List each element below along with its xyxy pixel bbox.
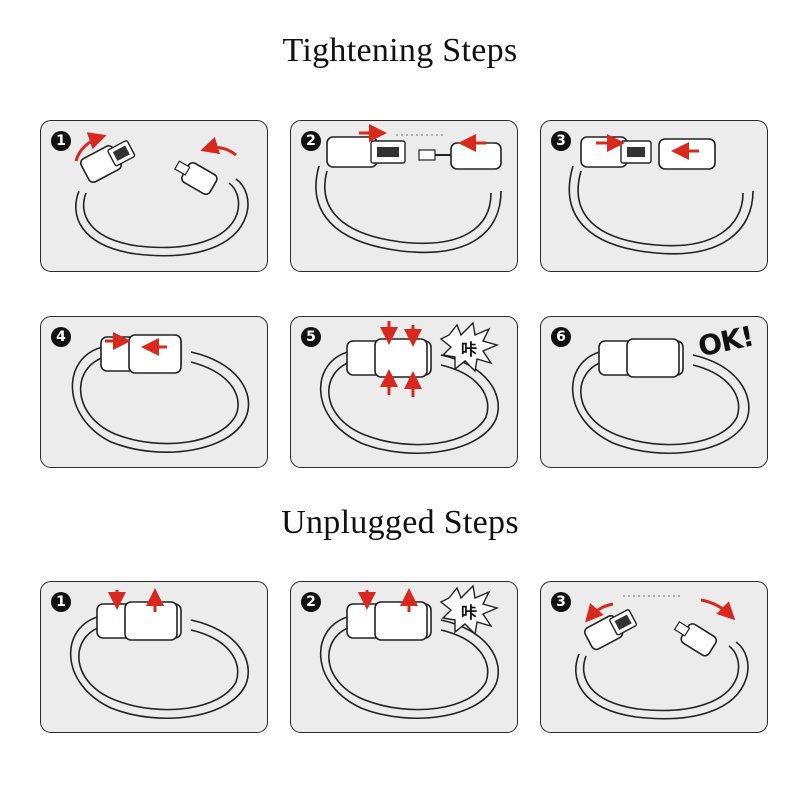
step-number-badge: 6 <box>551 327 571 347</box>
unplugged-step-3-panel: 3 <box>540 581 768 733</box>
click-sound-label: 咔 <box>461 603 477 622</box>
burst-icon <box>439 584 500 636</box>
tightening-step-4-panel: 4 <box>40 316 268 468</box>
red-arrow <box>700 598 736 621</box>
step-number-badge: 2 <box>301 131 321 151</box>
tightening-step-2-panel: 2 <box>290 120 518 272</box>
tightening-steps-title: Tightening Steps <box>282 32 518 69</box>
red-arrow <box>200 136 237 157</box>
open-bracelet-illustration <box>74 132 249 257</box>
connectors-approaching-illustration <box>315 124 502 254</box>
tightening-step-6-panel: 6 OK! <box>540 316 768 468</box>
tightening-step-5-panel: 咔 5 <box>290 316 518 468</box>
step-number-badge: 2 <box>301 592 321 612</box>
unplugged-steps-title: Unplugged Steps <box>281 504 519 541</box>
step-number-badge: 5 <box>301 327 321 347</box>
connectors-inserting-illustration <box>568 134 754 255</box>
closed-bracelet-illustration <box>69 588 250 719</box>
red-arrow <box>585 602 614 623</box>
unplugged-step-1-panel: 1 <box>40 581 268 733</box>
press-click-illustration: 咔 <box>319 321 500 454</box>
completed-bracelet-illustration <box>571 338 750 454</box>
tightening-step-1-panel: 1 <box>40 120 268 272</box>
step-number-badge: 3 <box>551 131 571 151</box>
separated-connectors-illustration <box>575 595 749 720</box>
sleeve-sliding-illustration <box>71 332 250 453</box>
tightening-step-3-panel: 3 <box>540 120 768 272</box>
step-number-badge: 1 <box>51 592 71 612</box>
red-arrow <box>74 132 107 162</box>
step-number-badge: 1 <box>51 131 71 151</box>
step-number-badge: 4 <box>51 327 71 347</box>
unplugged-step-2-panel: 咔 2 <box>290 581 518 733</box>
release-click-illustration: 咔 <box>319 584 500 719</box>
step-number-badge: 3 <box>551 592 571 612</box>
click-sound-label: 咔 <box>461 340 477 359</box>
burst-icon <box>439 321 500 373</box>
